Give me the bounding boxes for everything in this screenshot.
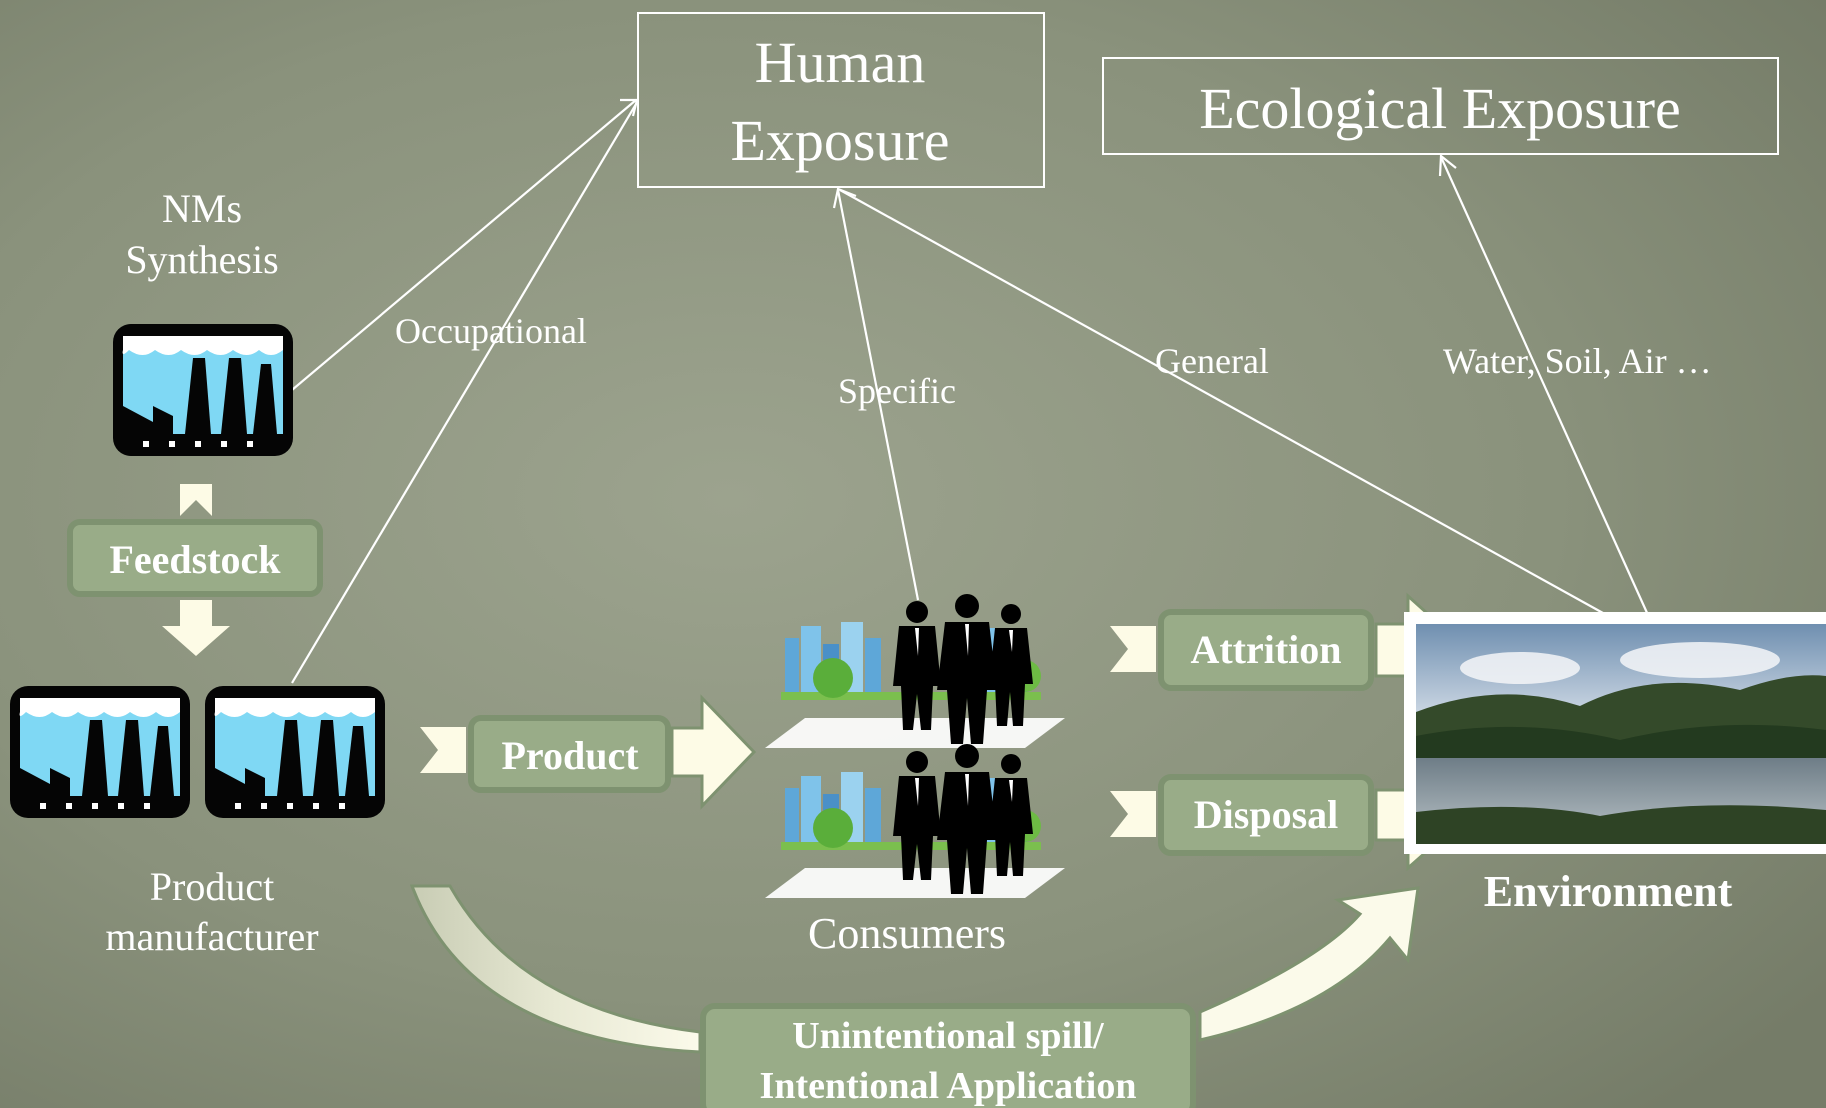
ecological-arrowhead — [1438, 153, 1457, 177]
human-exposure-line1: Human — [755, 30, 926, 95]
manufacturer-factory-icon-1 — [10, 686, 190, 818]
occupational-line-manufacturer — [291, 103, 637, 684]
human-exposure-line2: Exposure — [730, 108, 949, 173]
general-label: General — [1155, 341, 1269, 381]
specific-label: Specific — [838, 371, 956, 411]
spill-label-line2: Intentional Application — [760, 1065, 1137, 1107]
product-label: Product — [501, 733, 639, 778]
manufacturer-label-line1: Product — [150, 864, 274, 909]
water-soil-air-line — [1439, 156, 1650, 616]
occupational-arrowhead — [620, 98, 639, 117]
environment-landscape-image — [1404, 612, 1826, 854]
human-exposure-box: Human Exposure — [637, 12, 1045, 188]
spill-application-box: Unintentional spill/ Intentional Applica… — [700, 1003, 1196, 1108]
disposal-label: Disposal — [1194, 792, 1339, 837]
manufacturer-label-line2: manufacturer — [105, 914, 318, 959]
ecological-exposure-box: Ecological Exposure — [1102, 57, 1779, 155]
feedstock-box: Feedstock — [67, 519, 323, 597]
product-arrow-head — [670, 694, 757, 810]
down-chevron-bottom — [162, 600, 230, 656]
consumers-label: Consumers — [808, 909, 1006, 958]
product-box: Product — [468, 715, 671, 793]
disposal-box: Disposal — [1158, 774, 1374, 856]
attrition-label: Attrition — [1190, 627, 1341, 672]
down-chevron-top — [180, 484, 212, 516]
attrition-box: Attrition — [1158, 609, 1374, 691]
spill-swoosh-arrow-right — [1198, 886, 1420, 1042]
synthesis-factory-icon — [113, 324, 293, 456]
specific-line — [836, 189, 920, 601]
manufacturer-factory-icon-2 — [205, 686, 385, 818]
spill-label-line1: Unintentional spill/ — [792, 1015, 1104, 1057]
environment-label: Environment — [1484, 867, 1733, 916]
occupational-label: Occupational — [395, 311, 587, 351]
feedstock-label: Feedstock — [109, 537, 281, 582]
human-exposure-arrowhead — [832, 187, 857, 209]
nms-label-line2: Synthesis — [125, 237, 278, 282]
ecological-exposure-label: Ecological Exposure — [1199, 76, 1681, 141]
occupational-line-synthesis — [291, 99, 637, 391]
nms-label-line1: NMs — [162, 186, 242, 231]
water-soil-air-label: Water, Soil, Air … — [1443, 341, 1712, 381]
general-line — [839, 189, 1613, 619]
